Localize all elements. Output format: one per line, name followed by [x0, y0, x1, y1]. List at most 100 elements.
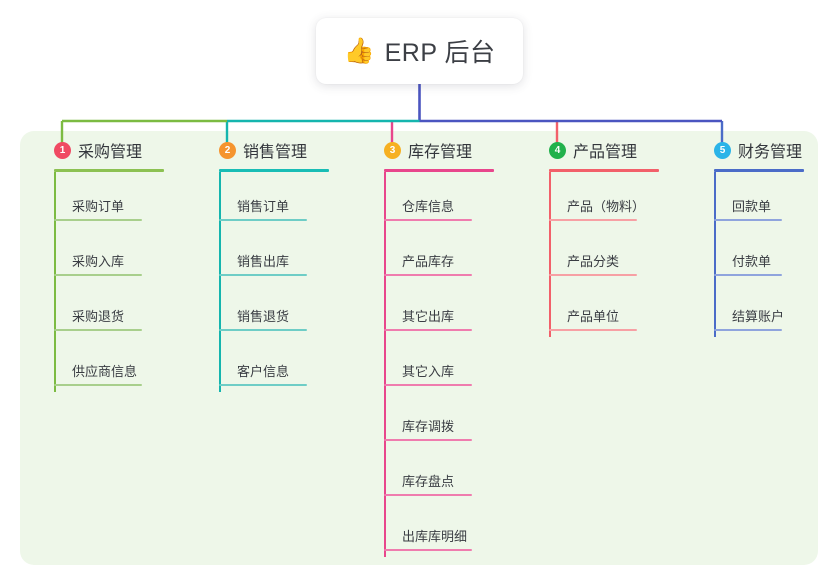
branch-column-2: 2 销售管理销售订单销售出库销售退货客户信息: [201, 131, 351, 392]
branch-title: 销售管理: [243, 144, 308, 161]
leaf-item[interactable]: 产品单位: [549, 282, 681, 337]
branch-title: 产品管理: [573, 144, 638, 161]
branch-underline: [384, 169, 494, 172]
branch-leaf-list: 回款单付款单结算账户: [714, 172, 826, 337]
leaf-label: 销售出库: [237, 254, 290, 269]
branch-spine: [549, 172, 551, 337]
branch-leaf-list: 产品（物料） 产品分类产品单位: [549, 172, 681, 337]
leaf-item[interactable]: 销售订单: [219, 172, 351, 227]
leaf-underline: [384, 219, 472, 221]
branch-leaf-list: 仓库信息产品库存其它出库其它入库库存调拨库存盘点出库库明细: [384, 172, 516, 557]
leaf-underline: [219, 219, 307, 221]
branch-number-badge: 5: [714, 141, 731, 159]
branch-spine: [384, 172, 386, 557]
leaf-label: 库存调拨: [402, 419, 455, 434]
leaf-underline: [384, 329, 472, 331]
branch-number-badge: 1: [54, 141, 71, 159]
leaf-item[interactable]: 其它入库: [384, 337, 516, 392]
leaf-underline: [714, 274, 782, 276]
leaf-item[interactable]: 采购订单: [54, 172, 186, 227]
leaf-item[interactable]: 出库库明细: [384, 502, 516, 557]
leaf-label: 产品（物料）: [567, 199, 646, 214]
leaf-item[interactable]: 采购退货: [54, 282, 186, 337]
branch-number-badge: 3: [384, 141, 401, 159]
leaf-item[interactable]: 付款单: [714, 227, 826, 282]
root-node[interactable]: 👍 ERP 后台: [316, 18, 523, 84]
leaf-underline: [384, 494, 472, 496]
leaf-label: 库存盘点: [402, 474, 455, 489]
branch-spine: [54, 172, 56, 392]
branch-underline: [219, 169, 329, 172]
leaf-item[interactable]: 产品分类: [549, 227, 681, 282]
branch-column-1: 1 采购管理采购订单采购入库采购退货供应商信息: [36, 131, 186, 392]
branch-spine: [219, 172, 221, 392]
branch-number-badge: 4: [549, 141, 566, 159]
branch-underline: [54, 169, 164, 172]
leaf-label: 采购退货: [72, 309, 125, 324]
leaf-underline: [54, 329, 142, 331]
leaf-underline: [219, 329, 307, 331]
leaf-label: 其它出库: [402, 309, 455, 324]
leaf-underline: [384, 384, 472, 386]
leaf-item[interactable]: 库存盘点: [384, 447, 516, 502]
branch-header-3[interactable]: 3 库存管理: [366, 131, 516, 169]
leaf-underline: [549, 219, 637, 221]
leaf-label: 产品库存: [402, 254, 455, 269]
branch-header-5[interactable]: 5 财务管理: [696, 131, 826, 169]
branch-column-3: 3 库存管理仓库信息产品库存其它出库其它入库库存调拨库存盘点出库库明细: [366, 131, 516, 557]
leaf-label: 销售退货: [237, 309, 290, 324]
leaf-label: 采购入库: [72, 254, 125, 269]
leaf-underline: [384, 549, 472, 551]
branch-spine: [714, 172, 716, 337]
leaf-underline: [714, 329, 782, 331]
leaf-item[interactable]: 结算账户: [714, 282, 826, 337]
thumbs-up-icon: 👍: [343, 36, 375, 65]
leaf-item[interactable]: 库存调拨: [384, 392, 516, 447]
leaf-label: 产品单位: [567, 309, 620, 324]
branch-number-badge: 2: [219, 141, 236, 159]
branch-title: 采购管理: [78, 144, 143, 161]
leaf-underline: [549, 329, 637, 331]
leaf-label: 回款单: [732, 199, 772, 214]
leaf-item[interactable]: 回款单: [714, 172, 826, 227]
branch-header-2[interactable]: 2 销售管理: [201, 131, 351, 169]
branch-header-1[interactable]: 1 采购管理: [36, 131, 186, 169]
root-title: ERP 后台: [384, 39, 496, 67]
leaf-item[interactable]: 采购入库: [54, 227, 186, 282]
leaf-label: 结算账户: [732, 309, 785, 324]
branch-title: 财务管理: [738, 144, 803, 161]
leaf-underline: [219, 274, 307, 276]
leaf-underline: [384, 274, 472, 276]
leaf-underline: [54, 384, 142, 386]
branch-column-4: 4 产品管理产品（物料） 产品分类产品单位: [531, 131, 681, 337]
branch-columns: 1 采购管理采购订单采购入库采购退货供应商信息 2 销售管理销售订单销售出库销售退货客…: [0, 131, 839, 565]
leaf-item[interactable]: 仓库信息: [384, 172, 516, 227]
branch-title: 库存管理: [408, 144, 473, 161]
leaf-label: 仓库信息: [402, 199, 455, 214]
leaf-label: 采购订单: [72, 199, 125, 214]
leaf-item[interactable]: 客户信息: [219, 337, 351, 392]
branch-header-4[interactable]: 4 产品管理: [531, 131, 681, 169]
branch-leaf-list: 采购订单采购入库采购退货供应商信息: [54, 172, 186, 392]
leaf-label: 其它入库: [402, 364, 455, 379]
leaf-item[interactable]: 产品（物料）: [549, 172, 681, 227]
leaf-label: 供应商信息: [72, 364, 138, 379]
leaf-item[interactable]: 产品库存: [384, 227, 516, 282]
leaf-label: 客户信息: [237, 364, 290, 379]
leaf-item[interactable]: 销售出库: [219, 227, 351, 282]
leaf-label: 出库库明细: [402, 529, 468, 544]
leaf-item[interactable]: 其它出库: [384, 282, 516, 337]
leaf-label: 产品分类: [567, 254, 620, 269]
leaf-underline: [714, 219, 782, 221]
branch-underline: [714, 169, 804, 172]
diagram-panel: [20, 131, 818, 565]
leaf-item[interactable]: 供应商信息: [54, 337, 186, 392]
branch-column-5: 5 财务管理回款单付款单结算账户: [696, 131, 826, 337]
leaf-underline: [384, 439, 472, 441]
leaf-underline: [54, 274, 142, 276]
leaf-underline: [549, 274, 637, 276]
leaf-label: 销售订单: [237, 199, 290, 214]
branch-leaf-list: 销售订单销售出库销售退货客户信息: [219, 172, 351, 392]
leaf-item[interactable]: 销售退货: [219, 282, 351, 337]
